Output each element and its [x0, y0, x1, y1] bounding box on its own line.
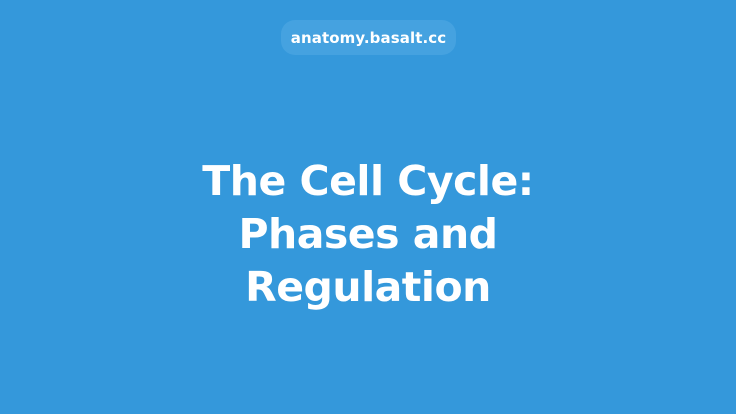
site-domain-badge[interactable]: anatomy.basalt.cc	[281, 20, 456, 55]
page-title: The Cell Cycle: Phases and Regulation	[0, 155, 736, 314]
title-line-3: Regulation	[245, 263, 491, 312]
site-domain-label: anatomy.basalt.cc	[290, 28, 447, 47]
title-line-1: The Cell Cycle:	[202, 157, 534, 206]
title-line-2: Phases and	[238, 210, 499, 259]
